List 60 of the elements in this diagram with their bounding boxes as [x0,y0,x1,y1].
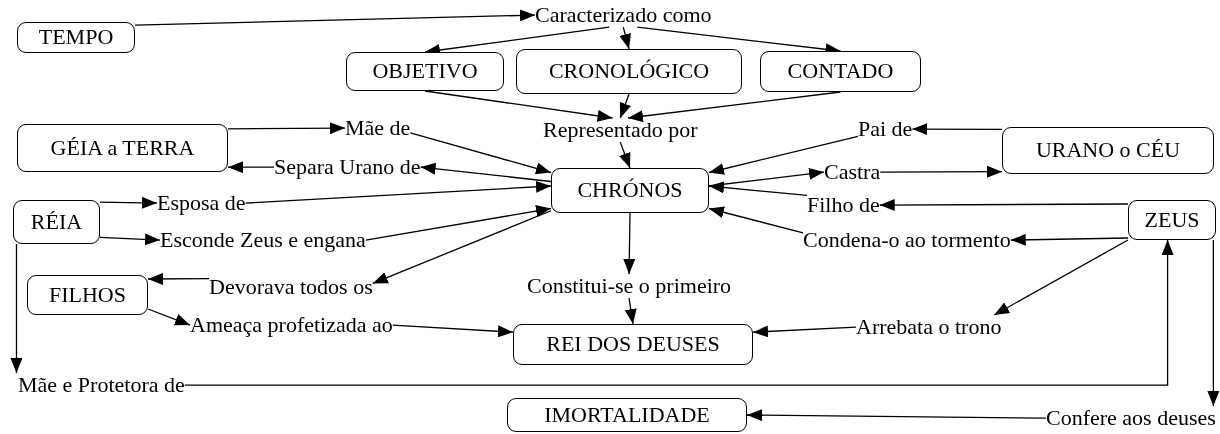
concept-box: URANO o CÉU [1002,127,1214,174]
concept-box: ZEUS [1128,200,1216,240]
linking-phrase: Pai de [858,117,913,142]
linking-phrase: Representado por [543,118,698,143]
arrow [419,162,552,183]
arrow [746,409,1047,422]
concept-box: CHRÓNOS [551,168,709,213]
arrow [227,161,275,174]
arrow [708,206,804,234]
arrow [147,272,210,285]
arrow [708,135,859,175]
arrow [365,205,552,241]
arrow [752,325,857,338]
linking-phrase: Ameaça profetizada ao [190,313,393,338]
concept-box: TEMPO [17,22,135,53]
linking-phrase: Filho de [807,193,880,218]
arrow [619,93,632,119]
arrow [1010,233,1129,246]
concept-box: OBJETIVO [346,52,504,91]
arrow [424,90,614,122]
arrow [147,308,191,326]
arrow [99,233,161,246]
concept-box: RÉIA [13,200,100,244]
linking-phrase: Confere aos deuses [1046,406,1216,431]
arrow [623,212,636,275]
arrow [619,141,631,169]
linking-phrase: Constitui-se o primeiro [527,274,732,299]
arrow [409,132,552,175]
arrow [1207,239,1220,407]
concept-box: REI DOS DEUSES [513,324,753,365]
linking-phrase: Mãe e Protetora de [18,373,185,398]
arrow [184,239,1174,386]
arrow [392,324,514,338]
arrow [708,181,808,197]
linking-phrase: Arrebata o trono [856,315,1002,340]
concept-box: FILHOS [27,275,148,315]
arrow [227,122,346,135]
concept-box: CRONOLÓGICO [516,49,742,94]
concept-box: GÉIA a TERRA [17,124,228,172]
arrow [134,9,536,26]
arrow [372,210,552,285]
concept-box: CONTADO [760,51,921,92]
arrow [99,196,158,209]
arrow [879,199,1129,212]
linking-phrase: Caracterizado como [535,3,712,28]
linking-phrase: Devorava todos os [209,275,373,300]
arrow [879,165,1003,178]
linking-phrase: Castra [824,160,881,185]
linking-phrase: Esposa de [157,191,246,216]
arrow [993,239,1129,316]
arrow [10,243,23,374]
arrow [911,123,1003,136]
linking-phrase: Mãe de [345,116,411,141]
arrow [624,297,637,325]
linking-phrase: Esconde Zeus e engana [160,228,366,253]
arrow [619,26,631,50]
concept-box: IMORTALIDADE [507,398,747,432]
linking-phrase: Condena-o ao tormento [803,228,1011,253]
linking-phrase: Separa Urano de [274,155,421,180]
arrow [244,180,552,204]
